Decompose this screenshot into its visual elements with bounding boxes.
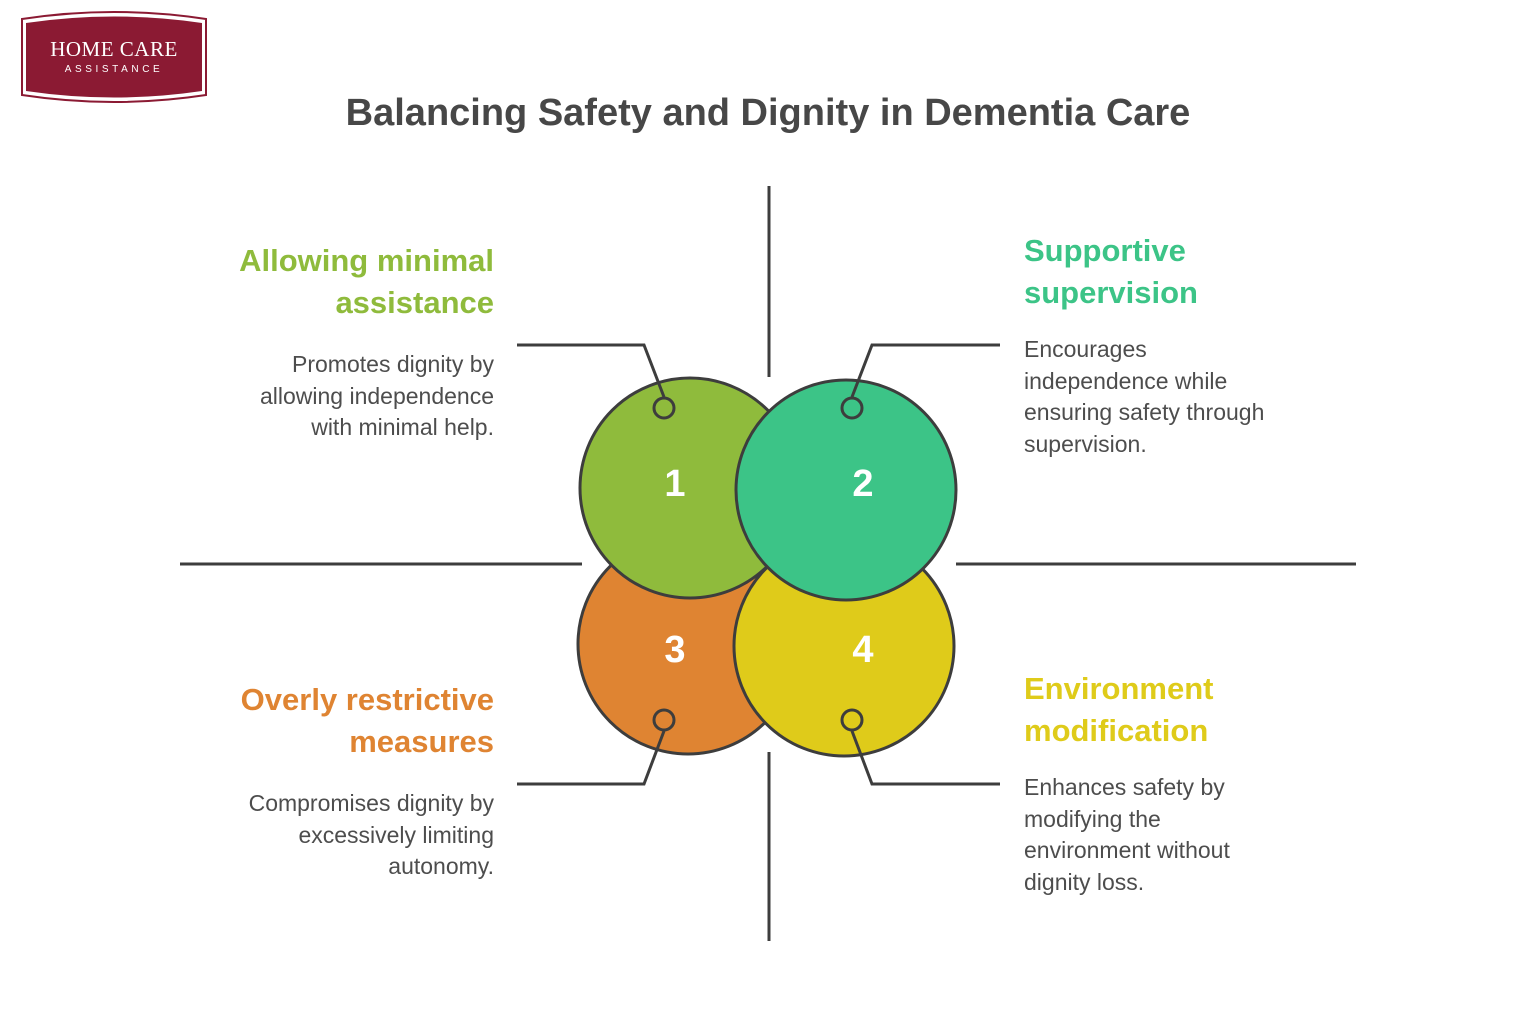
quadrant-4-desc-line4: dignity loss. xyxy=(1024,868,1145,895)
quadrant-4-desc-line2: modifying the xyxy=(1024,805,1161,832)
quadrant-4-description: Enhances safety by modifying the environ… xyxy=(1024,772,1230,898)
home-care-assistance-logo: HOME CARE ASSISTANCE xyxy=(20,11,208,103)
quadrant-1-heading: Allowing minimal assistance xyxy=(239,240,494,324)
connector-1 xyxy=(517,343,666,398)
connector-4 xyxy=(850,730,1000,786)
connector-dot-4 xyxy=(840,708,864,732)
connector-dot-2 xyxy=(840,396,864,420)
quadrant-4-desc-line1: Enhances safety by xyxy=(1024,774,1225,800)
connector-3 xyxy=(517,730,666,786)
quadrant-2-desc-line1: Encourages xyxy=(1024,336,1147,362)
quadrant-2-heading-line1: Supportive xyxy=(1024,233,1186,268)
quadrant-3-desc-line3: autonomy. xyxy=(388,853,494,879)
quadrant-3-heading-line2: measures xyxy=(349,724,494,759)
number-2: 2 xyxy=(852,463,873,505)
quadrant-3-desc-line1: Compromises dignity by xyxy=(248,790,494,816)
connector-dot-1 xyxy=(652,396,676,420)
quadrant-1-desc-line3: with minimal help. xyxy=(311,414,494,440)
quadrant-3-description: Compromises dignity by excessively limit… xyxy=(249,788,494,883)
quadrant-4-heading: Environment modification xyxy=(1024,668,1213,752)
quadrant-4-heading-line2: modification xyxy=(1024,713,1209,748)
quadrant-2-desc-line2: independence while xyxy=(1024,367,1228,394)
logo-subtitle: ASSISTANCE xyxy=(64,64,164,75)
page-title: Balancing Safety and Dignity in Dementia… xyxy=(345,92,1191,134)
number-1: 1 xyxy=(664,463,685,505)
quadrant-4-heading-line1: Environment xyxy=(1024,671,1214,706)
logo-badge xyxy=(21,11,207,103)
quadrant-2-desc-line4: supervision. xyxy=(1024,430,1147,457)
quadrant-2-heading-line2: supervision xyxy=(1024,275,1198,310)
quadrant-2-heading: Supportive supervision xyxy=(1024,230,1198,314)
circle-2 xyxy=(734,378,958,602)
connector-2 xyxy=(850,343,1000,398)
logo-wordmark: HOME CARE xyxy=(50,37,178,61)
quadrant-3-heading: Overly restrictive measures xyxy=(241,679,494,763)
quadrant-1-description: Promotes dignity by allowing independenc… xyxy=(260,349,494,444)
connector-dot-3 xyxy=(652,708,676,732)
quadrant-1-heading-line1: Allowing minimal xyxy=(239,243,494,278)
quadrant-4-desc-line3: environment without xyxy=(1024,837,1230,863)
quadrant-3-heading-line1: Overly restrictive xyxy=(240,682,494,717)
quadrant-2-desc-line3: ensuring safety through xyxy=(1024,399,1265,425)
number-4: 4 xyxy=(852,629,873,671)
quadrant-3-desc-line2: excessively limiting xyxy=(298,821,494,848)
quadrant-1-heading-line2: assistance xyxy=(335,285,494,320)
quadrant-1-desc-line2: allowing independence xyxy=(259,382,494,409)
number-3: 3 xyxy=(664,629,685,671)
quadrant-2-description: Encourages independence while ensuring s… xyxy=(1024,334,1264,460)
quadrant-1-desc-line1: Promotes dignity by xyxy=(292,351,494,377)
